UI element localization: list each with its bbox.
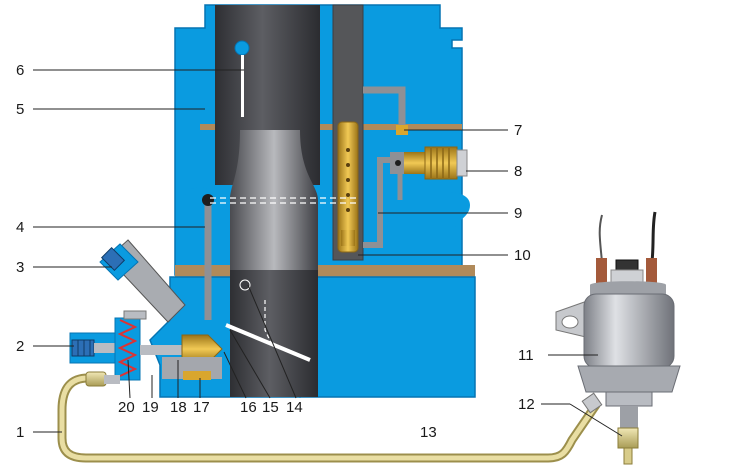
idle-channel	[202, 194, 360, 346]
callout-18: 18	[170, 399, 187, 416]
callout-8: 8	[514, 163, 522, 180]
callout-20: 20	[118, 399, 135, 416]
air-barrel	[215, 5, 320, 397]
callout-9: 9	[514, 205, 522, 222]
leader-lines	[33, 69, 623, 437]
callout-13: 13	[420, 424, 437, 441]
emulsion-column	[332, 4, 408, 261]
callout-10: 10	[514, 247, 531, 264]
callout-3: 3	[16, 259, 24, 276]
callout-16: 16	[240, 399, 257, 416]
callout-19: 19	[142, 399, 159, 416]
callout-5: 5	[16, 101, 24, 118]
callout-1: 1	[16, 424, 24, 441]
enrichment-tube	[99, 239, 186, 323]
callout-labels: 1 2 3 4 5 6 7 8 9 10 11 12 13 14 15 16 1…	[16, 62, 535, 441]
fuel-tube	[57, 371, 601, 463]
callout-11: 11	[518, 347, 534, 364]
idle-screw-assembly	[69, 310, 223, 381]
callout-14: 14	[286, 399, 303, 416]
callout-7: 7	[514, 122, 522, 139]
callout-17: 17	[193, 399, 210, 416]
callout-2: 2	[16, 338, 24, 355]
solenoid-valve	[555, 211, 681, 465]
callout-6: 6	[16, 62, 24, 79]
callout-12: 12	[518, 396, 535, 413]
callout-4: 4	[16, 219, 24, 236]
idle-jet-assembly	[390, 146, 468, 180]
callout-15: 15	[262, 399, 279, 416]
